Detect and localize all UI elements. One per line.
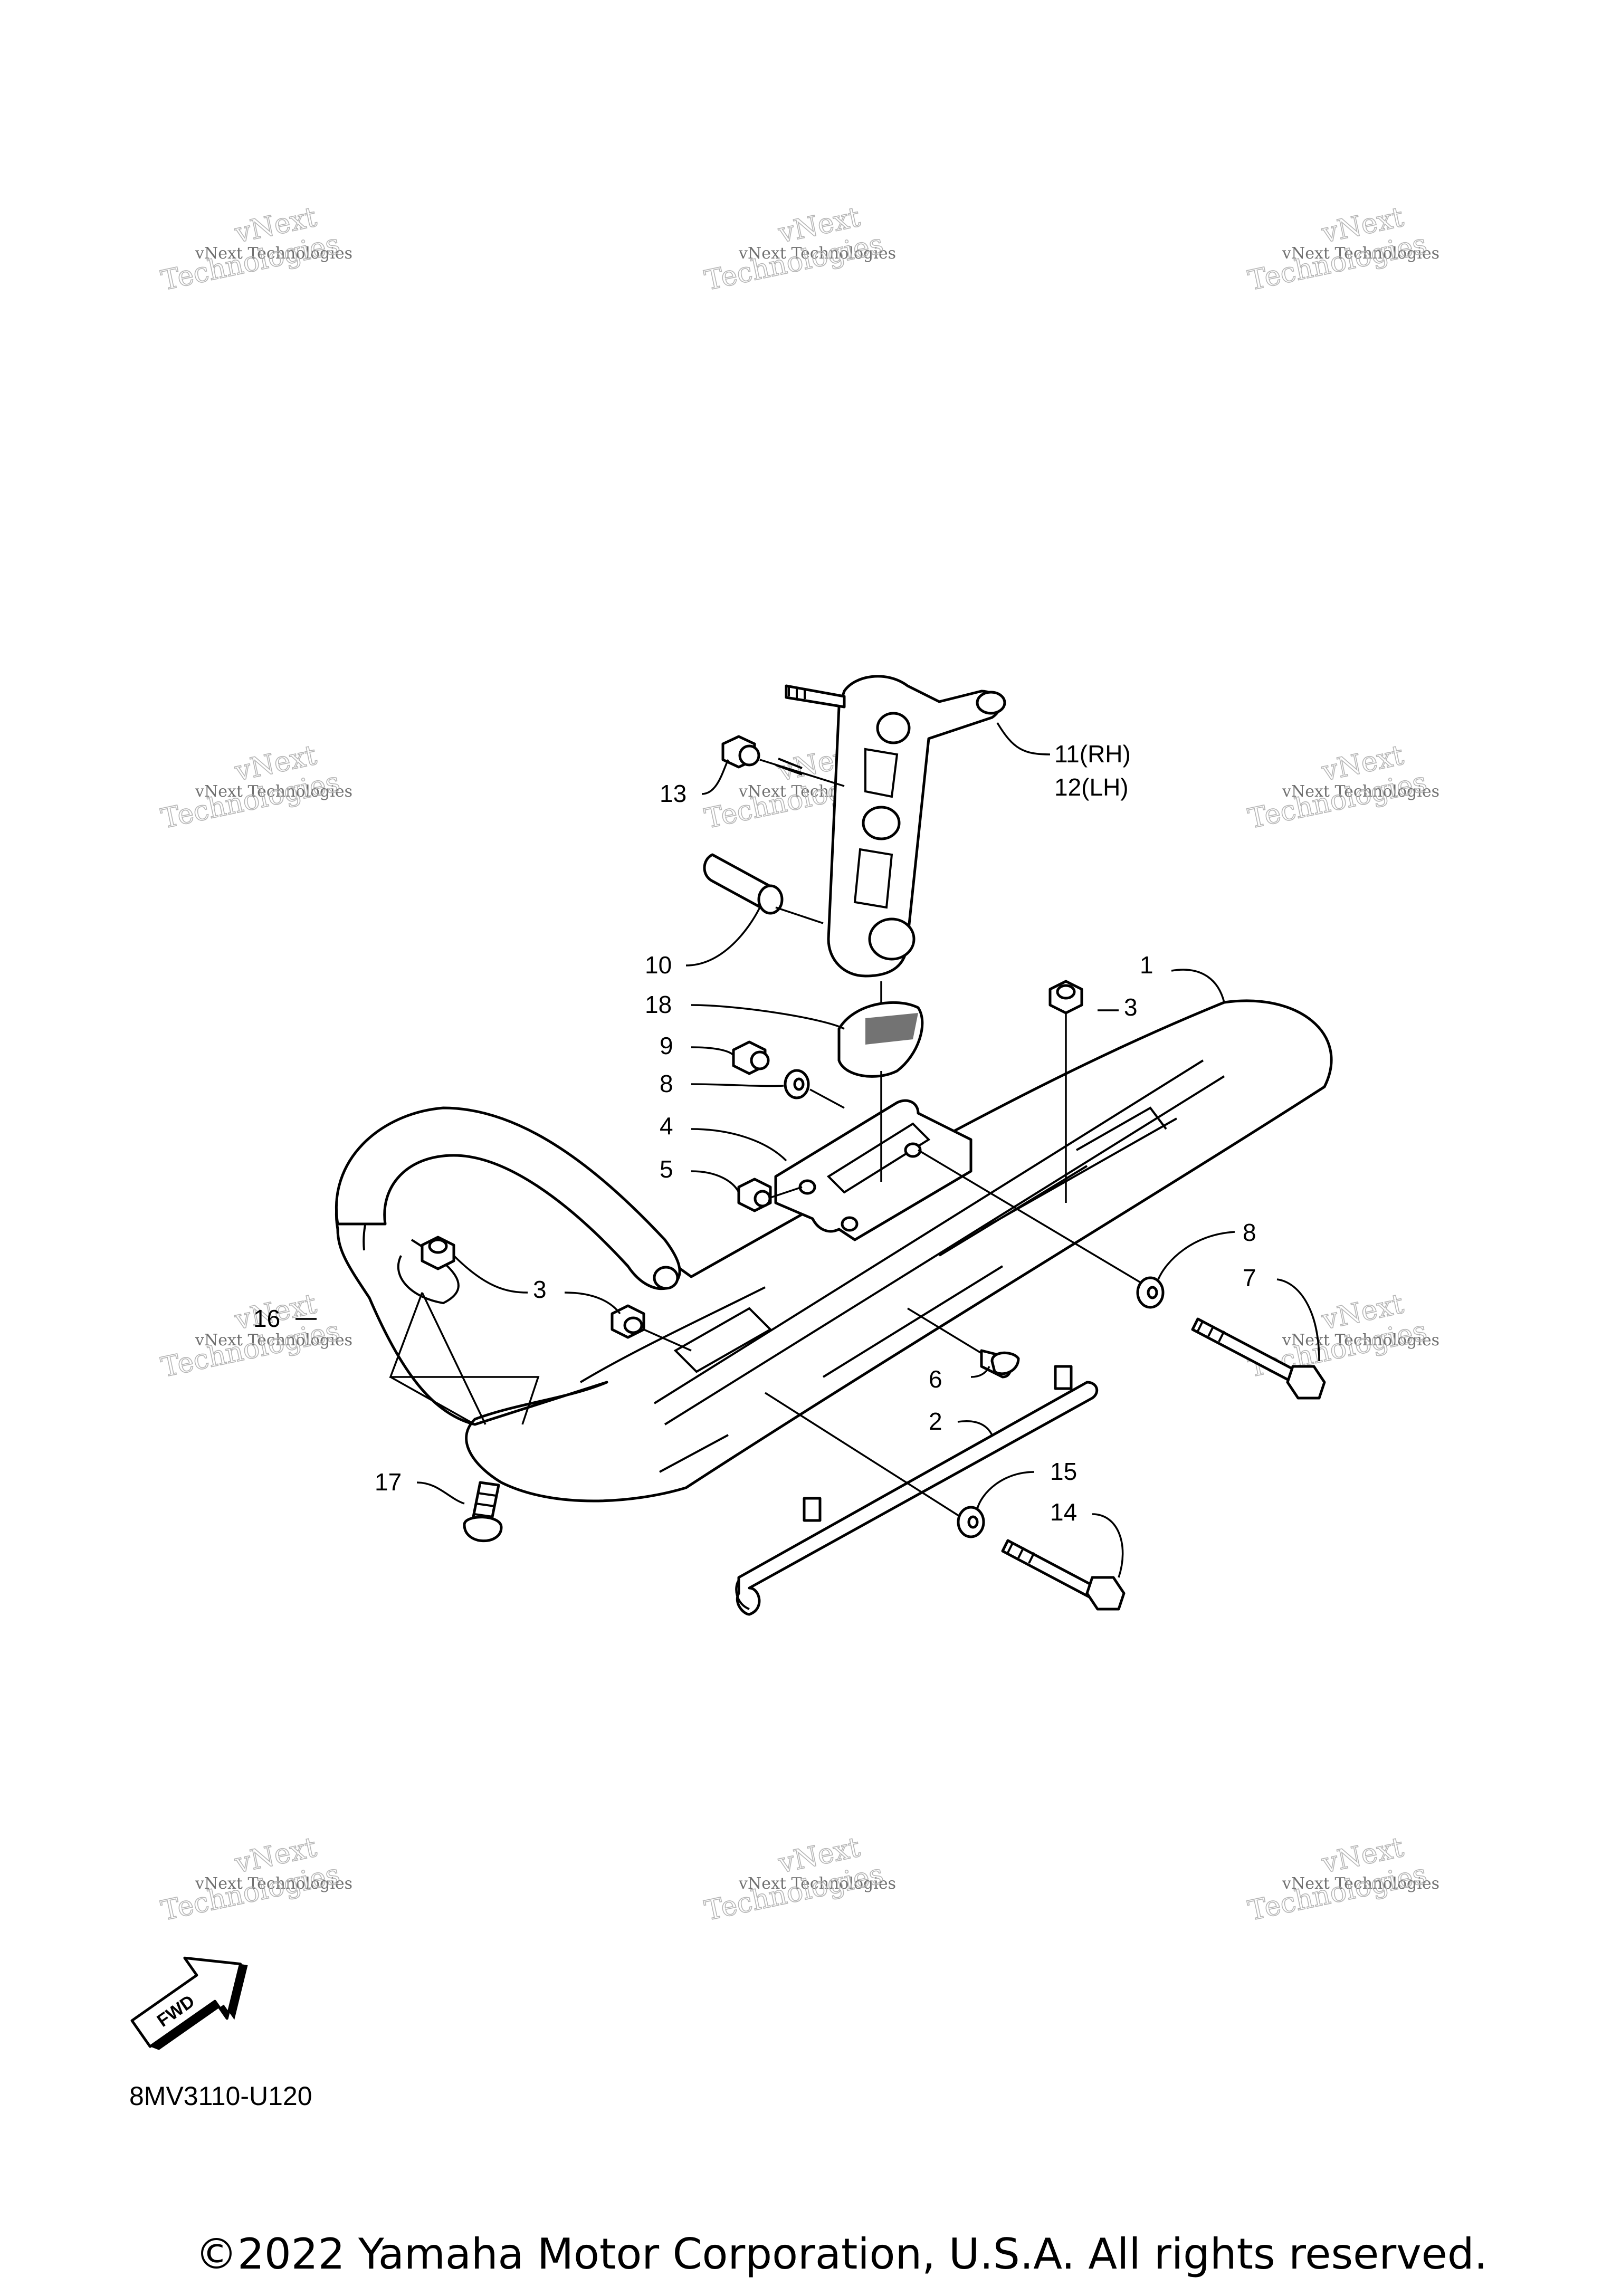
watermark-text: vNext Technologies — [1282, 1331, 1439, 1350]
watermark: vNext Technologies vNext Technologies — [701, 201, 896, 298]
bracket-4 — [774, 1099, 972, 1241]
callout-5: 5 — [660, 1155, 673, 1183]
watermark-text: vNext Technologies — [738, 1874, 896, 1893]
damper-18 — [837, 1001, 924, 1078]
washer-8 — [1136, 1276, 1165, 1309]
watermark: vNext Technologies vNext Technologies — [1245, 1831, 1439, 1928]
watermark-text: vNext Technologies — [1282, 1874, 1439, 1893]
watermark: vNext Technologies vNext Technologies — [158, 201, 352, 298]
watermark-text: vNext Technologies — [738, 244, 896, 263]
callout-11: 11(RH) — [1054, 740, 1131, 768]
copyright-notice: ©2022 Yamaha Motor Corporation, U.S.A. A… — [195, 2230, 1487, 2279]
callout-12: 12(LH) — [1054, 773, 1129, 801]
callout-8: 8 — [660, 1070, 673, 1097]
callout-3: 3 — [1124, 993, 1138, 1021]
watermark: vNext Technologies vNext Technologies — [158, 1288, 352, 1384]
watermark-text: vNext Technologies — [1282, 782, 1439, 801]
watermark: vNext Technologies vNext Technologies — [1245, 739, 1439, 836]
leader-lines — [295, 722, 1320, 1578]
washer-8 — [784, 1069, 810, 1099]
callout-3: 3 — [533, 1276, 547, 1303]
bolt-7 — [1191, 1317, 1326, 1400]
watermark-text: vNext Technologies — [195, 1874, 352, 1893]
callout-1: 1 — [1140, 951, 1153, 979]
bolt-17 — [463, 1481, 503, 1543]
ski-handle-loop — [335, 1106, 681, 1305]
callout-labels: 1 2 3 3 4 5 6 7 8 8 9 10 11(RH) 12(LH) 1… — [253, 740, 1256, 1526]
callout-7: 7 — [1243, 1264, 1256, 1292]
callout-13: 13 — [660, 780, 686, 807]
callout-8: 8 — [1243, 1219, 1256, 1246]
bolt-6 — [980, 1349, 1020, 1379]
callout-18: 18 — [645, 991, 672, 1018]
nut-13 — [721, 735, 760, 769]
callout-10: 10 — [645, 951, 672, 979]
ski — [335, 999, 1333, 1503]
watermark-text: vNext Technologies — [195, 244, 352, 263]
nut-9 — [732, 1040, 770, 1075]
washer-15 — [957, 1506, 985, 1538]
ski-column — [785, 675, 1006, 978]
watermark: vNext Technologies vNext Technologies — [158, 1831, 352, 1928]
callout-6: 6 — [929, 1365, 942, 1393]
watermark-text: vNext Technologies — [195, 1331, 352, 1350]
callout-4: 4 — [660, 1112, 673, 1140]
diagram-code: 8MV3110-U120 — [129, 2081, 312, 2111]
runner-wear-bar — [735, 1365, 1099, 1616]
watermark: vNext Technologies vNext Technologies — [1245, 201, 1439, 298]
watermark: vNext Technologies vNext Technologies — [158, 739, 352, 836]
fwd-arrow-icon: FWD — [130, 1956, 248, 2050]
watermark-text: vNext Technologies — [1282, 244, 1439, 263]
callout-17: 17 — [375, 1468, 402, 1496]
callout-16: 16 — [253, 1305, 280, 1332]
callout-14: 14 — [1050, 1498, 1077, 1526]
callout-2: 2 — [929, 1408, 942, 1435]
nut-5 — [737, 1178, 772, 1212]
watermark-text: vNext Technologies — [195, 782, 352, 801]
nut-3 — [1048, 980, 1083, 1015]
collar-10 — [703, 853, 784, 915]
bolt-14 — [1001, 1539, 1126, 1611]
nut-3 — [421, 1236, 455, 1270]
callout-15: 15 — [1050, 1458, 1077, 1485]
callout-9: 9 — [660, 1032, 673, 1059]
watermark: vNext Technologies vNext Technologies — [701, 1831, 896, 1928]
